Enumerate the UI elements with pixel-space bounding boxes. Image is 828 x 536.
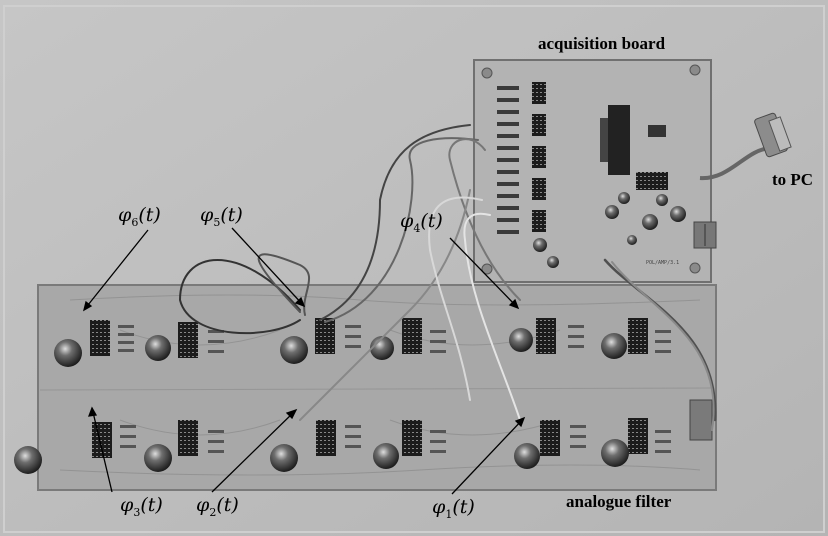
acquisition-board: POL/AMP/3.1 (473, 59, 717, 283)
acquisition-board-label: acquisition board (538, 34, 666, 53)
board-silkscreen: POL/AMP/3.1 (646, 260, 679, 266)
analogue-filter-label: analogue filter (566, 492, 672, 511)
phi4-label: φ4(t) (400, 210, 443, 235)
phi3-label: φ3(t) (120, 494, 163, 519)
phi6-label: φ6(t) (118, 204, 161, 229)
to-pc-label: to PC (772, 170, 814, 189)
phi2-label: φ2(t) (196, 494, 239, 519)
annotation-arrows (82, 227, 526, 495)
filter-stages (14, 318, 713, 474)
db9-connector (699, 112, 792, 181)
signal-wires (178, 124, 717, 431)
phi1-label: φ1(t) (432, 496, 475, 521)
phi5-label: φ5(t) (200, 204, 243, 229)
